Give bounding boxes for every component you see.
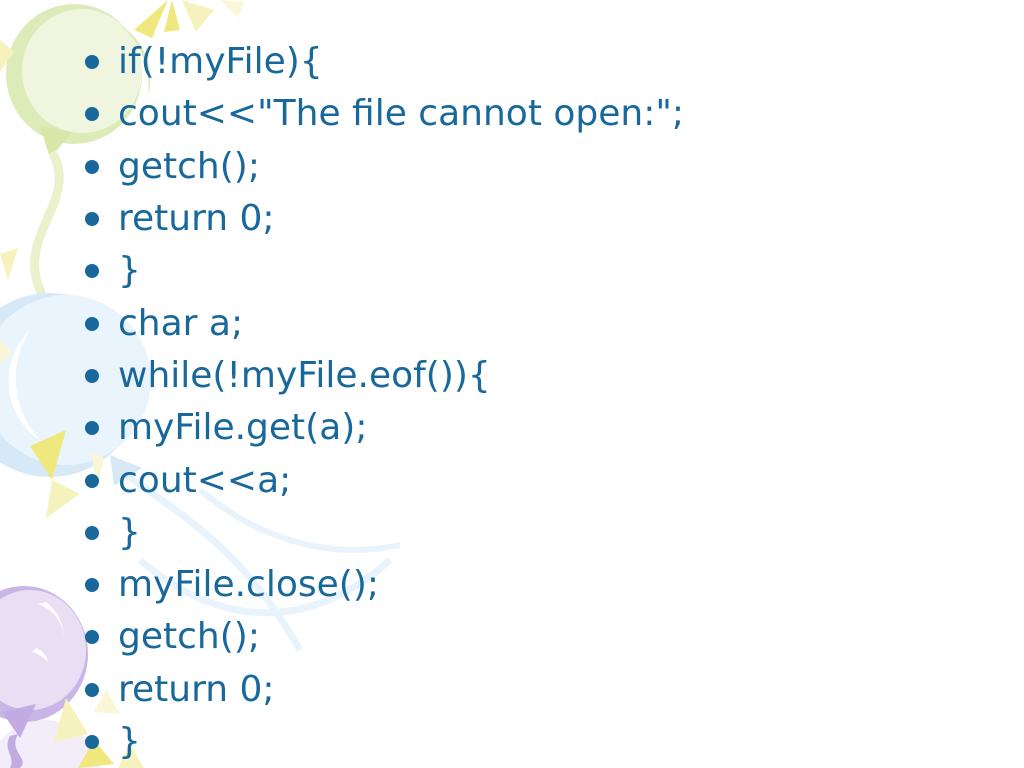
code-line-text: getch(); xyxy=(118,616,260,658)
code-line-text: myFile.get(a); xyxy=(118,407,368,449)
code-line: while(!myFile.eof()){ xyxy=(85,350,1016,402)
code-line-text: getch(); xyxy=(118,145,260,187)
code-line-text: while(!myFile.eof()){ xyxy=(118,354,491,396)
code-line: myFile.get(a); xyxy=(85,402,1016,454)
code-bullet-list: if(!myFile){ cout<<"The file cannot open… xyxy=(85,36,1016,768)
bullet-icon xyxy=(85,630,99,645)
bullet-icon xyxy=(85,421,99,436)
bullet-icon xyxy=(85,316,99,331)
yellow-sparkle-graphic xyxy=(134,0,244,38)
bullet-icon xyxy=(85,55,99,70)
bullet-icon xyxy=(85,212,99,227)
bullet-icon xyxy=(85,107,99,122)
bullet-icon xyxy=(85,525,99,540)
bullet-icon xyxy=(85,473,99,488)
code-line-text: myFile.close(); xyxy=(118,564,379,606)
code-line-text: cout<<"The file cannot open:"; xyxy=(118,93,685,135)
code-line: } xyxy=(85,507,1016,559)
bullet-icon xyxy=(85,264,99,279)
code-line: cout<<"The file cannot open:"; xyxy=(85,88,1016,140)
bullet-icon xyxy=(85,159,99,174)
code-line: return 0; xyxy=(85,664,1016,716)
code-line-text: char a; xyxy=(118,302,244,344)
code-line-text: cout<<a; xyxy=(118,459,292,501)
code-line: if(!myFile){ xyxy=(85,36,1016,88)
code-line-text: return 0; xyxy=(118,198,275,240)
code-line-text: if(!myFile){ xyxy=(118,41,323,83)
code-line-text: return 0; xyxy=(118,668,275,710)
code-line-text: } xyxy=(118,511,141,553)
bullet-icon xyxy=(85,682,99,697)
bullet-icon xyxy=(85,368,99,383)
code-line: } xyxy=(85,245,1016,297)
code-line: char a; xyxy=(85,297,1016,349)
code-line-text: } xyxy=(118,721,141,762)
code-line-text: } xyxy=(118,250,141,292)
code-line: } xyxy=(85,716,1016,768)
bullet-icon xyxy=(85,735,99,749)
code-line: myFile.close(); xyxy=(85,559,1016,611)
code-line: cout<<a; xyxy=(85,454,1016,506)
code-line: getch(); xyxy=(85,611,1016,663)
bullet-icon xyxy=(85,578,99,593)
code-line: return 0; xyxy=(85,193,1016,245)
code-line: getch(); xyxy=(85,141,1016,193)
